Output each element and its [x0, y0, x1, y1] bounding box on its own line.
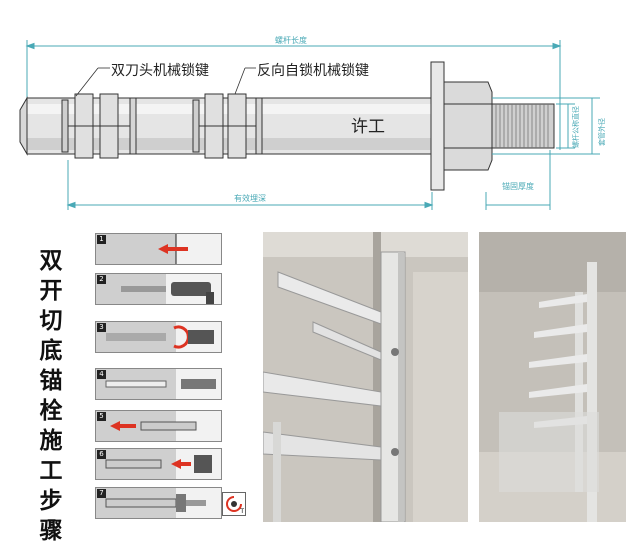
tunnel-photo-illustration [479, 232, 626, 522]
thread-diameter-label: 螺杆公称直径 [571, 106, 580, 148]
insert-anchor-icon [110, 411, 221, 441]
reverse-lock-key-label: 反向自锁机械锁键 [257, 63, 369, 79]
step-2: 2 [95, 273, 222, 305]
step-6: 6 [95, 448, 222, 480]
torque-wrench-icon: T [222, 492, 246, 516]
step-number: 1 [97, 235, 106, 244]
step-4: 4 [95, 368, 222, 400]
brand-mark: 许工 [351, 117, 385, 137]
step-1: 1 [95, 233, 222, 265]
torque-label: T [240, 508, 244, 515]
bottom-dimensions [66, 150, 551, 210]
undercut-icon [106, 322, 221, 352]
total-length-label: 螺杆长度 [275, 35, 307, 45]
effective-depth-label: 有效埋深 [234, 193, 266, 203]
fixture-thickness-label: 锚固厚度 [502, 181, 534, 191]
step-number: 6 [97, 450, 106, 459]
step-5: 5 [95, 410, 222, 442]
installation-photo-closeup [263, 232, 468, 522]
double-knife-key-label: 双刀头机械锁键 [111, 63, 209, 79]
step-number: 2 [97, 275, 106, 284]
bracket-photo-illustration [263, 232, 468, 522]
torque-tighten-icon [105, 488, 221, 518]
clean-hole-icon [105, 369, 221, 399]
anchor-bolt-diagram: 螺杆长度 许工 [19, 35, 606, 210]
installation-photo-tunnel [479, 232, 626, 522]
drilling-icon [121, 274, 221, 304]
callout-leaders [75, 67, 256, 97]
thread-lines [495, 104, 549, 148]
step-7: 7 [95, 487, 222, 519]
step-number: 5 [97, 412, 106, 421]
diameter-dimensions [492, 97, 600, 155]
step-3: 3 [95, 321, 222, 353]
drill-position-icon [158, 234, 221, 264]
step-number: 4 [97, 370, 106, 379]
sleeve [19, 61, 555, 191]
step-number: 7 [97, 489, 106, 498]
installation-steps-title: 双开切底锚栓施工步骤 [39, 248, 63, 544]
sleeve-diameter-label: 套管外径 [597, 118, 606, 146]
set-anchor-icon [105, 449, 221, 479]
step-number: 3 [97, 323, 106, 332]
